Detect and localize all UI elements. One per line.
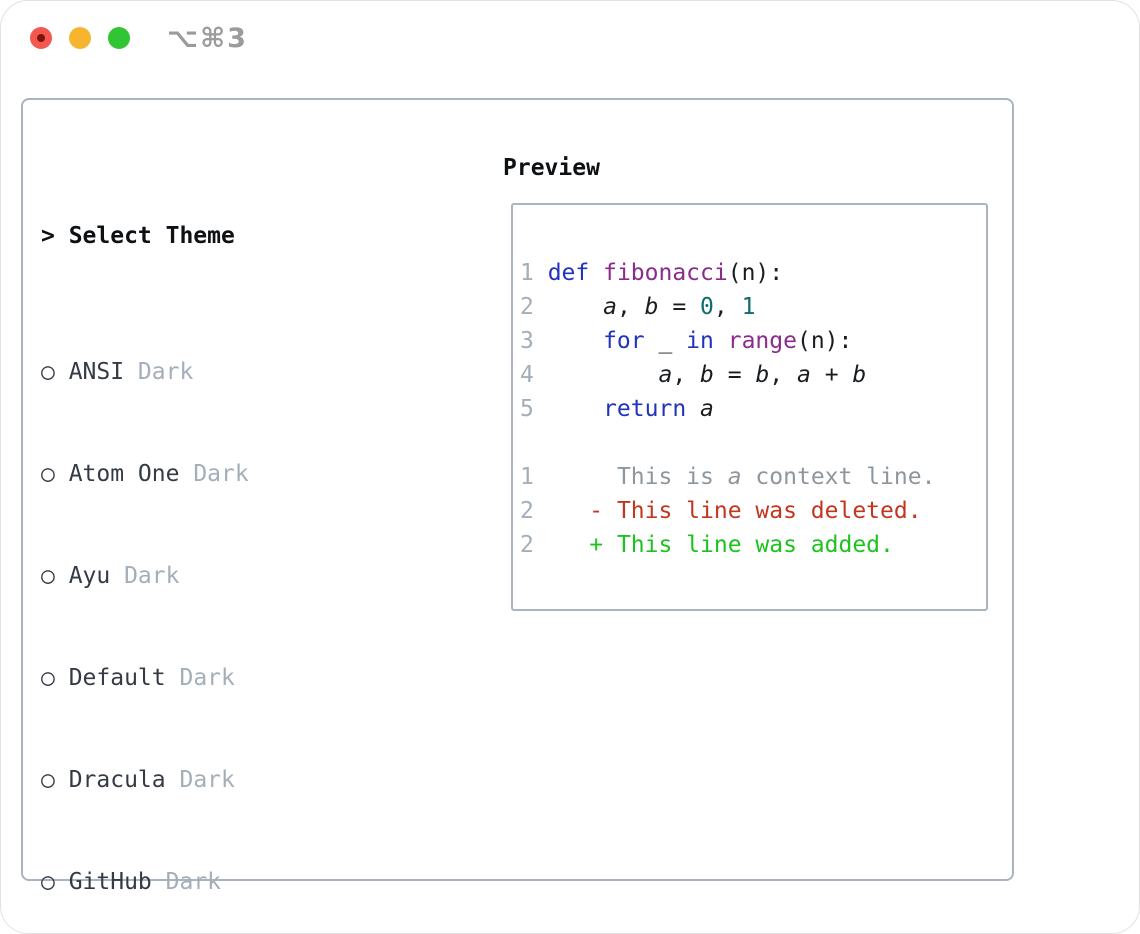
- prompt-caret-icon: >: [41, 223, 55, 249]
- theme-name: ANSI: [68, 359, 125, 385]
- theme-option-ansi-dark[interactable]: ○ ANSI Dark: [41, 355, 429, 389]
- theme-variant: Dark: [179, 665, 235, 691]
- line-number: 1: [520, 464, 534, 490]
- line-number: 3: [520, 328, 534, 354]
- select-theme-title: Select Theme: [68, 223, 235, 249]
- blank-line: [520, 426, 986, 460]
- radio-icon: ○: [41, 869, 55, 895]
- diff-deleted-line: 2 - This line was deleted.: [520, 494, 986, 528]
- theme-option-dracula-dark[interactable]: ○ Dracula Dark: [41, 763, 429, 797]
- close-dot-icon: [37, 34, 45, 42]
- radio-icon: ○: [41, 665, 55, 691]
- code-line: 3 for _ in range(n):: [520, 324, 986, 358]
- preview-heading: Preview: [503, 155, 600, 181]
- theme-variant: Dark: [193, 461, 249, 487]
- theme-variant: Dark: [124, 563, 180, 589]
- line-number: 2: [520, 294, 534, 320]
- code-line: 5 return a: [520, 392, 986, 426]
- theme-name: Atom One: [68, 461, 180, 487]
- theme-name: Default: [68, 665, 166, 691]
- diff-added-line: 2 + This line was added.: [520, 528, 986, 562]
- code-line: 2 a, b = 0, 1: [520, 290, 986, 324]
- line-number: 2: [520, 498, 534, 524]
- line-number: 1: [520, 260, 534, 286]
- window-title: ⌥⌘3: [167, 23, 248, 54]
- close-button[interactable]: [30, 27, 52, 49]
- maximize-button[interactable]: [108, 27, 130, 49]
- theme-variant: Dark: [179, 767, 235, 793]
- theme-name: Ayu: [68, 563, 111, 589]
- radio-icon: ○: [41, 461, 55, 487]
- theme-option-default-dark[interactable]: ○ Default Dark: [41, 661, 429, 695]
- line-number: 2: [520, 532, 534, 558]
- theme-name: Dracula: [68, 767, 166, 793]
- theme-option-atom-one-dark[interactable]: ○ Atom One Dark: [41, 457, 429, 491]
- minimize-button[interactable]: [69, 27, 91, 49]
- diff-context-line: 1 This is a context line.: [520, 460, 986, 494]
- radio-icon: ○: [41, 359, 55, 385]
- minus-marker-icon: -: [589, 498, 617, 524]
- plus-marker-icon: +: [589, 532, 617, 558]
- theme-variant: Dark: [137, 359, 194, 385]
- select-theme-header: > Select Theme: [41, 219, 429, 253]
- theme-option-github-dark[interactable]: ○ GitHub Dark: [41, 865, 429, 899]
- radio-icon: ○: [41, 563, 55, 589]
- radio-icon: ○: [41, 767, 55, 793]
- line-number: 4: [520, 362, 534, 388]
- theme-name: GitHub: [68, 869, 152, 895]
- theme-variant: Dark: [165, 869, 222, 895]
- theme-option-ayu-dark[interactable]: ○ Ayu Dark: [41, 559, 429, 593]
- code-line: 4 a, b = b, a + b: [520, 358, 986, 392]
- line-number: 5: [520, 396, 534, 422]
